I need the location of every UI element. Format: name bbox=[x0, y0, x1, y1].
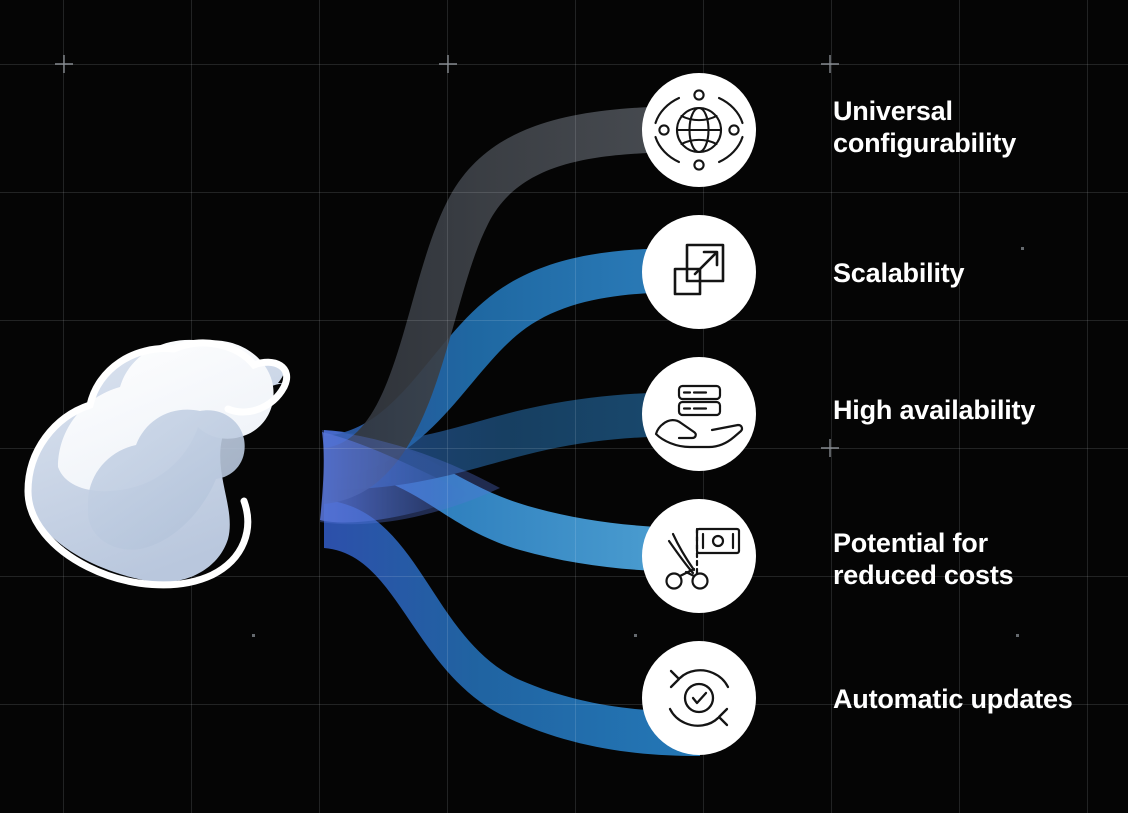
label-scalability: Scalability bbox=[833, 258, 965, 288]
icon-circle-high-availability[interactable] bbox=[642, 357, 756, 471]
label-potential-for-reduced-costs: Potential for reduced costs bbox=[833, 528, 1014, 590]
hand-holding-server-icon bbox=[654, 384, 744, 449]
ribbon-convergence-glow bbox=[320, 430, 500, 525]
label-automatic-updates: Automatic updates bbox=[833, 684, 1073, 714]
label-high-availability: High availability bbox=[833, 395, 1036, 425]
cloud-3d-icon bbox=[24, 339, 291, 589]
globe-network-icon bbox=[654, 89, 744, 171]
icon-circle-automatic-updates[interactable] bbox=[642, 641, 756, 755]
cloud-inner-hole bbox=[88, 409, 245, 550]
expand-squares-arrow-icon bbox=[673, 243, 725, 296]
cloud-outline bbox=[24, 339, 291, 495]
cloud-outline-lower bbox=[24, 487, 252, 589]
icon-circle-reduced-costs[interactable] bbox=[642, 499, 756, 613]
icon-circle-universal-configurability[interactable] bbox=[642, 73, 756, 187]
ribbon-universal-configurability bbox=[324, 106, 700, 504]
label-universal-configurability: Universal configurability bbox=[833, 96, 1017, 158]
scissors-cutting-banknote-icon bbox=[665, 527, 741, 590]
icon-circle-scalability[interactable] bbox=[642, 215, 756, 329]
refresh-check-icon bbox=[668, 669, 730, 727]
